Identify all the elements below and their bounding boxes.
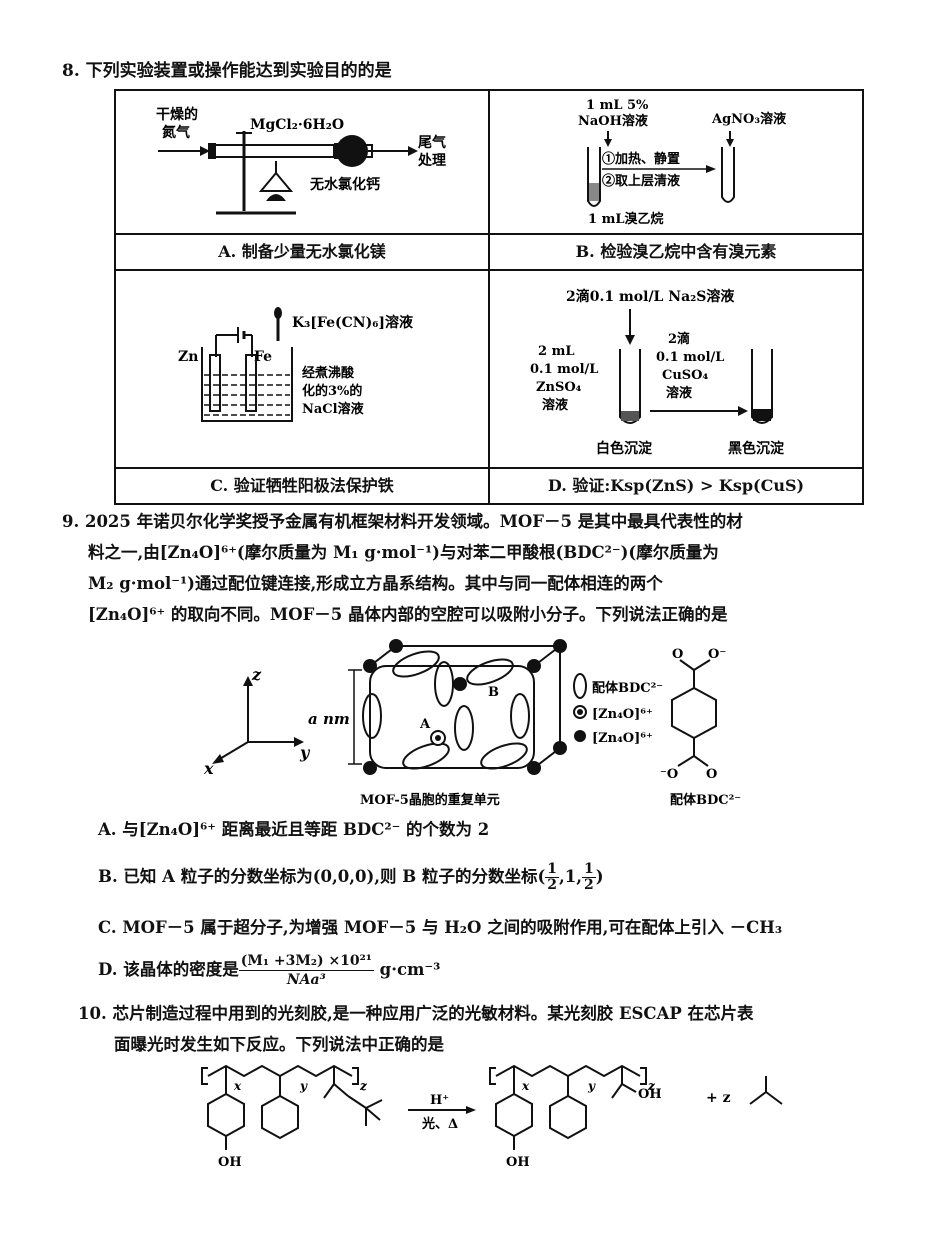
- ligand-o-top: O: [672, 647, 683, 662]
- condition-acid: H⁺: [430, 1093, 449, 1108]
- q8-a-figure: 干燥的 氮气 MgCl₂·6H₂O 尾气 处理: [114, 89, 490, 235]
- q8-c-sol1: 经煮沸酸: [302, 365, 355, 381]
- q8-c-sol3: NaCl溶液: [302, 401, 364, 417]
- q8-b-naoh2: NaOH溶液: [578, 113, 648, 129]
- q8-b-bottom: 1 mL溴乙烷: [588, 211, 663, 227]
- q8-a-gas-label: 干燥的: [156, 106, 198, 123]
- q9-option-c: C. MOF－5 属于超分子,为增强 MOF－5 与 H₂O 之间的吸附作用,可…: [98, 918, 783, 937]
- left-sub-z: z: [359, 1079, 368, 1093]
- q8-d-figure: 2滴0.1 mol/L Na₂S溶液 2 mL 0.1 mol/L ZnSO₄ …: [488, 269, 864, 469]
- condition-light-heat: 光、Δ: [421, 1116, 458, 1132]
- q8-d-black: 黑色沉淀: [728, 440, 785, 457]
- q8-d-apparatus: 2滴0.1 mol/L Na₂S溶液 2 mL 0.1 mol/L ZnSO₄ …: [530, 288, 785, 457]
- q9-option-a: A. 与[Zn₄O]⁶⁺ 距离最近且等距 BDC²⁻ 的个数为 2: [98, 820, 490, 839]
- q8-d-left2: 0.1 mol/L: [530, 362, 598, 377]
- q8-d-right4: 溶液: [666, 385, 692, 401]
- q8-title: 8. 下列实验装置或操作能达到实验目的的是: [62, 61, 392, 81]
- right-sub-z: z: [647, 1079, 656, 1093]
- q8-d-right3: CuSO₄: [662, 368, 709, 383]
- q8-d-left1: 2 mL: [538, 344, 574, 359]
- q9-line1: 9. 2025 年诺贝尔化学奖授予金属有机框架材料开发领域。MOF－5 是其中最…: [62, 512, 743, 531]
- q10-line2: 面曝光时发生如下反应。下列说法中正确的是: [114, 1035, 444, 1054]
- q9-line3: M₂ g·mol⁻¹)通过配位键连接,形成立方晶系结构。其中与同一配体相连的两个: [88, 574, 663, 593]
- q8-c-figure: K₃[Fe(CN)₆]溶液 Zn Fe: [114, 269, 490, 469]
- q8-b-step1: ①加热、静置: [602, 151, 680, 167]
- axis-x-label: x: [203, 759, 214, 778]
- q8-a-apparatus: 干燥的 氮气 MgCl₂·6H₂O 尾气 处理: [156, 106, 446, 215]
- q8-d-top: 2滴0.1 mol/L Na₂S溶液: [566, 288, 735, 305]
- cell-caption: MOF-5晶胞的重复单元: [360, 792, 500, 808]
- ligand-o-bottom: O: [706, 767, 717, 782]
- point-a-label: A: [419, 717, 431, 732]
- q8-d-caption: D. 验证:Ksp(ZnS) > Ksp(CuS): [488, 467, 864, 505]
- q8-d-right1: 2滴: [668, 331, 690, 347]
- q8-b-step2: ②取上层清液: [602, 173, 680, 189]
- ligand-caption: 配体BDC²⁻: [670, 792, 741, 808]
- q8-a-caption: A. 制备少量无水氯化镁: [114, 233, 490, 271]
- left-oh: OH: [218, 1155, 242, 1170]
- left-sub-x: x: [233, 1079, 242, 1093]
- q9-crystal-figure: z y x a nm: [203, 639, 741, 808]
- q8-a-tail-label2: 处理: [417, 152, 446, 169]
- edge-length-label: a nm: [308, 710, 350, 728]
- q8-b-apparatus: 1 mL 5% NaOH溶液 AgNO₃溶液 ①加热、静置 ②取上层清液 1 m…: [578, 98, 786, 227]
- axis-y-label: y: [299, 743, 311, 762]
- q8-d-right2: 0.1 mol/L: [656, 350, 724, 365]
- q8-a-gas-label2: 氮气: [161, 124, 190, 141]
- q8-options-table: 干燥的 氮气 MgCl₂·6H₂O 尾气 处理: [114, 89, 864, 505]
- q8-d-left4: 溶液: [542, 397, 568, 413]
- q8-d-left3: ZnSO₄: [536, 380, 582, 395]
- right-sub-x: x: [521, 1079, 530, 1093]
- q8-c-reagent: K₃[Fe(CN)₆]溶液: [292, 314, 414, 331]
- q8-b-figure: 1 mL 5% NaOH溶液 AgNO₃溶液 ①加热、静置 ②取上层清液 1 m…: [488, 89, 864, 235]
- plus-z: + z: [706, 1090, 731, 1106]
- q8-c-apparatus: K₃[Fe(CN)₆]溶液 Zn Fe: [178, 307, 414, 422]
- q8-b-caption: B. 检验溴乙烷中含有溴元素: [488, 233, 864, 271]
- q8-b-agno3: AgNO₃溶液: [711, 111, 786, 127]
- q8-a-tail-label: 尾气: [418, 134, 446, 151]
- q8-a-salt-label: MgCl₂·6H₂O: [250, 117, 344, 133]
- q8-c-zn: Zn: [178, 349, 198, 365]
- q9-line2: 料之一,由[Zn₄O]⁶⁺(摩尔质量为 M₁ g·mol⁻¹)与对苯二甲酸根(B…: [88, 543, 719, 562]
- legend-cluster-2: [Zn₄O]⁶⁺: [592, 731, 653, 746]
- q9-line4: [Zn₄O]⁶⁺ 的取向不同。MOF－5 晶体内部的空腔可以吸附小分子。下列说法…: [88, 605, 728, 624]
- q10-reaction-figure: OH x y z H⁺ 光、Δ OH OH x y z + z: [201, 1064, 783, 1170]
- ligand-o-minus-top: O⁻: [708, 647, 726, 662]
- q8-c-fe: Fe: [254, 349, 272, 365]
- axis-z-label: z: [251, 665, 262, 684]
- q8-d-white: 白色沉淀: [596, 440, 653, 457]
- ligand-o-minus-bottom: ⁻O: [660, 767, 678, 782]
- q8-c-sol2: 化的3%的: [302, 383, 362, 399]
- q10-line1: 10. 芯片制造过程中用到的光刻胶,是一种应用广泛的光敏材料。某光刻胶 ESCA…: [78, 1004, 754, 1023]
- right-cooh: OH: [638, 1087, 662, 1102]
- right-sub-y: y: [587, 1079, 596, 1093]
- q8-c-caption: C. 验证牺牲阳极法保护铁: [114, 467, 490, 505]
- point-b-label: B: [488, 685, 499, 700]
- left-sub-y: y: [299, 1079, 308, 1093]
- right-oh: OH: [506, 1155, 530, 1170]
- q8-b-naoh1: 1 mL 5%: [586, 98, 649, 113]
- legend-cluster-1: [Zn₄O]⁶⁺: [592, 707, 653, 722]
- legend-ligand: 配体BDC²⁻: [592, 680, 663, 696]
- q8-a-drier-label: 无水氯化钙: [309, 176, 380, 193]
